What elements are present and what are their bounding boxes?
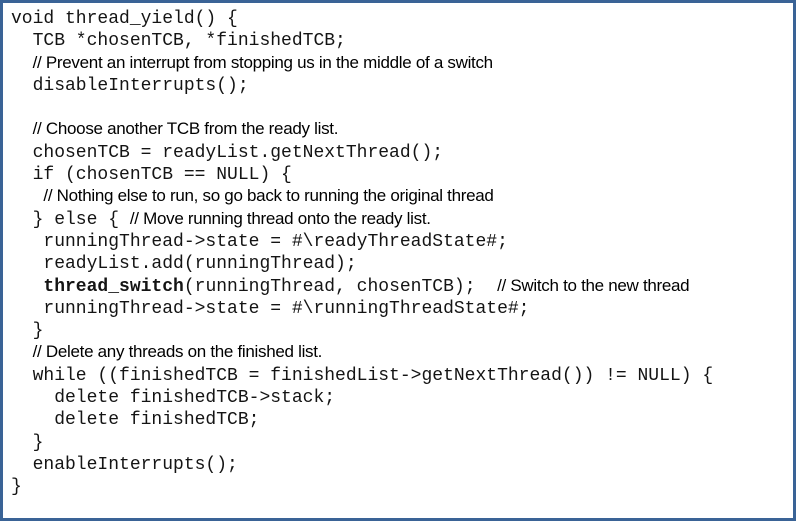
code-line: readyList.add(runningThread); (11, 251, 789, 275)
code-segment (11, 277, 43, 297)
code-segment: thread_switch (43, 276, 184, 297)
code-segment: while ((finishedTCB = finishedList->getN… (11, 365, 714, 386)
code-segment (11, 343, 33, 363)
code-line: } (11, 430, 789, 453)
code-line: thread_switch(runningThread, chosenTCB);… (11, 274, 789, 297)
comment-segment: // Delete any threads on the finished li… (32, 342, 323, 362)
code-line: enableInterrupts(); (11, 452, 789, 475)
code-line: // Choose another TCB from the ready lis… (11, 117, 789, 139)
code-segment (11, 54, 33, 74)
code-segment: } (11, 477, 22, 498)
blank-line (11, 95, 789, 117)
comment-segment: // Nothing else to run, so go back to ru… (43, 186, 494, 206)
code-segment: TCB *chosenTCB, *finishedTCB; (11, 31, 346, 52)
code-line: } else { // Move running thread onto the… (11, 207, 789, 230)
code-line: // Delete any threads on the finished li… (11, 340, 789, 362)
code-line: void thread_yield() { (11, 6, 789, 29)
code-line: TCB *chosenTCB, *finishedTCB; (11, 28, 789, 52)
code-segment: disableInterrupts(); (11, 75, 249, 96)
code-segment: readyList.add(runningThread); (11, 254, 357, 275)
code-line: } (11, 318, 789, 342)
code-segment (11, 120, 33, 140)
code-line: } (11, 474, 789, 498)
code-segment: chosenTCB = readyList.getNextThread(); (11, 142, 444, 163)
code-line: runningThread->state = #\runningThreadSt… (11, 296, 789, 319)
code-segment: } else { (11, 209, 130, 230)
code-segment: (runningThread, chosenTCB); (183, 276, 498, 297)
comment-segment: // Move running thread onto the ready li… (129, 208, 431, 228)
code-segment: if (chosenTCB == NULL) { (11, 165, 292, 186)
code-line: delete finishedTCB->stack; (11, 385, 789, 409)
code-line: // Prevent an interrupt from stopping us… (11, 51, 789, 73)
code-segment: } (11, 432, 44, 453)
comment-segment: // Switch to the new thread (497, 275, 690, 295)
code-line: delete finishedTCB; (11, 407, 789, 431)
code-segment: enableInterrupts(); (11, 454, 238, 475)
code-segment: delete finishedTCB; (11, 410, 260, 431)
code-line: // Nothing else to run, so go back to ru… (11, 184, 789, 206)
code-segment: delete finishedTCB->stack; (11, 388, 336, 409)
code-segment: runningThread->state = #\readyThreadStat… (11, 231, 508, 252)
code-line: chosenTCB = readyList.getNextThread(); (11, 140, 789, 163)
code-segment: void thread_yield() { (11, 9, 238, 29)
code-line: disableInterrupts(); (11, 73, 789, 96)
code-line: while ((finishedTCB = finishedList->getN… (11, 363, 789, 386)
code-line: if (chosenTCB == NULL) { (11, 162, 789, 186)
code-segment (11, 187, 43, 207)
comment-segment: // Choose another TCB from the ready lis… (32, 119, 339, 139)
code-segment: } (11, 321, 44, 342)
code-line: runningThread->state = #\readyThreadStat… (11, 229, 789, 252)
code-segment: runningThread->state = #\runningThreadSt… (11, 298, 530, 319)
comment-segment: // Prevent an interrupt from stopping us… (32, 52, 494, 72)
